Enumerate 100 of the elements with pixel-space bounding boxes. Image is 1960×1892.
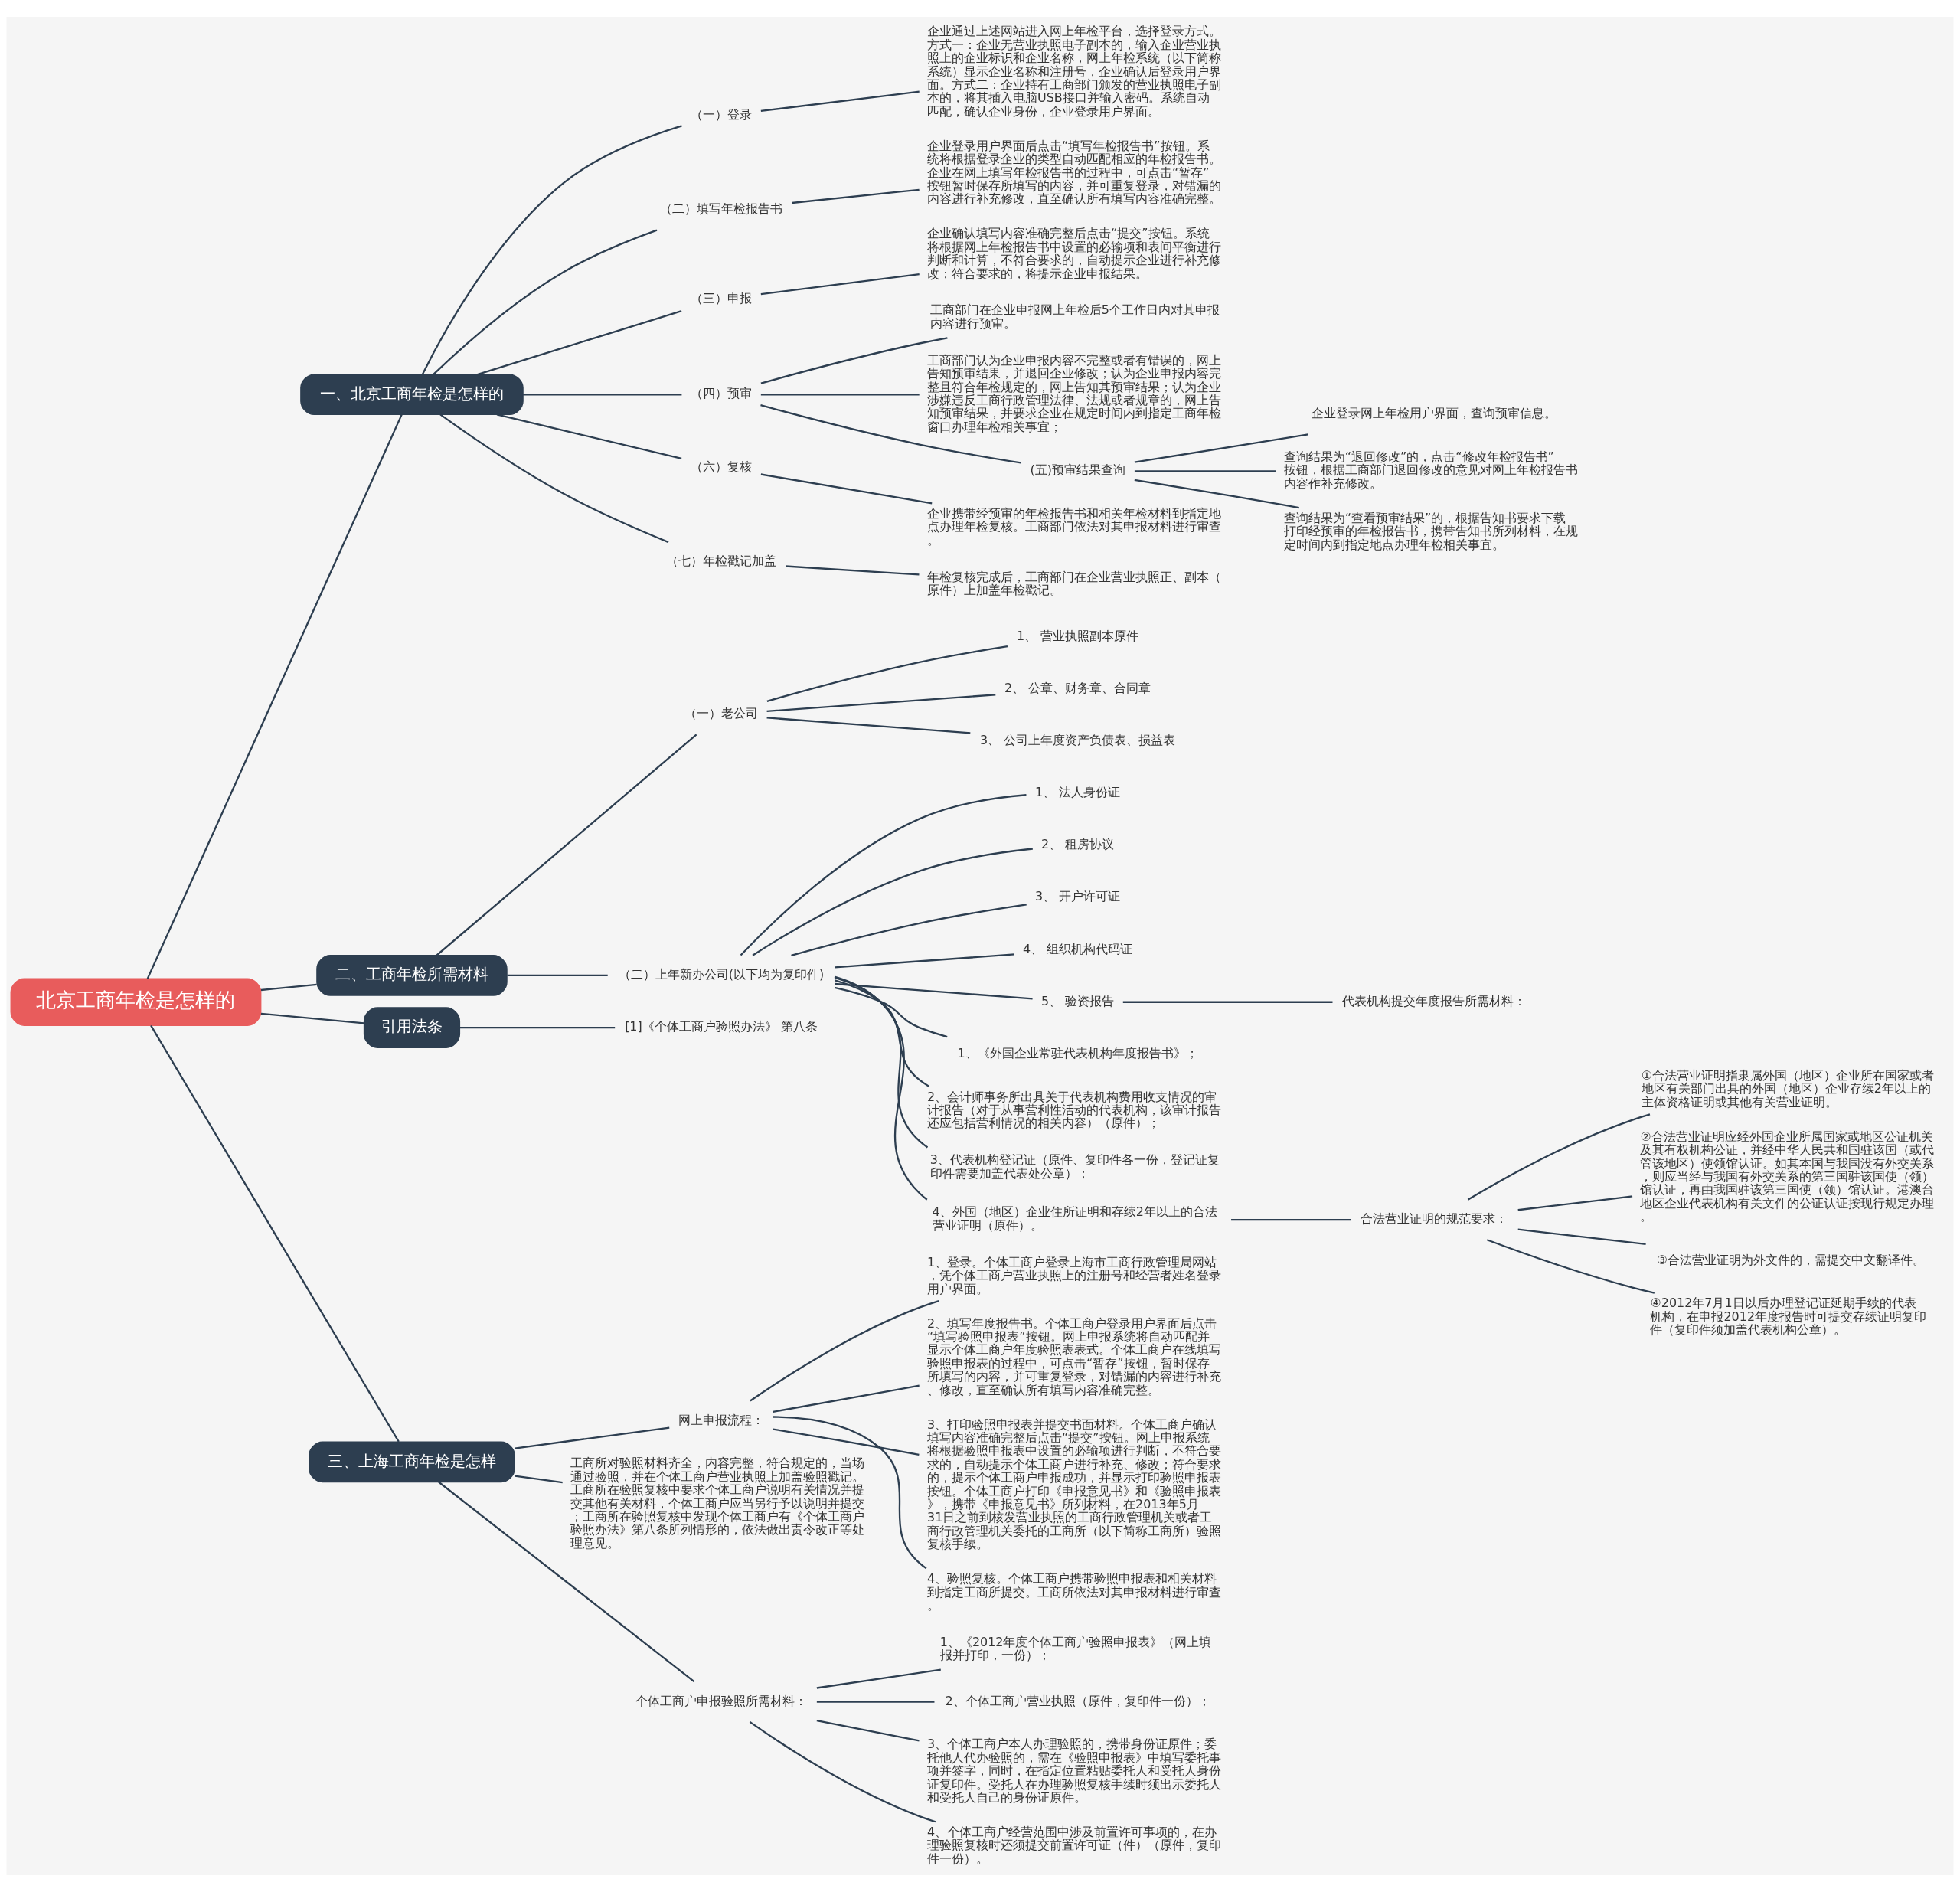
node-text: 1、 法人身份证 [1035, 785, 1121, 800]
node-text: 4、验照复核。个体工商户携带验照申报表和相关材料到指定工商所提交。工商所依法对其申报材料进行审查。 [927, 1571, 1222, 1613]
connector [760, 90, 920, 113]
node-text: 2、填写年度报告书。个体工商户登录用户界面后点击“填写验照申报表”按钮。网上申报系统将自动匹配并显示个体工商户年度验照表表式。个体工商户在线填写验照申报表的过程中，可点击“暂存”按钮，暂时保存所填写的内容，并可重复登录，对错漏的内容进行补充、修改，直至确认所有填写内容准确完整。 [927, 1315, 1222, 1397]
node-text: 年检复核完成后，工商部门在企业营业执照正、副本（原件）上加盖年检戳记。 [927, 569, 1222, 598]
node-text: 查询结果为“退回修改”的，点击“修改年检报告书”按钮，根据工商部门退回修改的意见对网上年检报告书内容作补充修改。 [1283, 449, 1578, 491]
connector [146, 414, 403, 979]
node-text: 网上申报流程： [678, 1412, 764, 1427]
connector [791, 904, 1027, 956]
node-text: 个体工商户申报验照所需材料： [635, 1693, 807, 1708]
node-text: （二）上年新办公司(以下均为复印件) [618, 967, 825, 982]
node-text: ②合法营业证明应经外国企业所属国家或地区公证机关及其有权机构公证，并经中华人民共和国驻该国（或代管该地区）使领馆认证。如其本国与我国没有外交关系，则应当经与我国有外交关系的第三国驻该国使（领）馆认证，再由我国驻该第三国使（领）馆认证。港澳台地区企业代表机构有关文件的公证认证按现行规定办理。 [1640, 1129, 1935, 1224]
connector [1134, 433, 1308, 463]
connector [766, 717, 971, 734]
node-text: 4、外国（地区）企业住所证明和存续2年以上的合法营业证明（原件）。 [932, 1204, 1217, 1233]
connector [740, 794, 1027, 956]
connector [786, 565, 920, 576]
node-box: 一、北京工商年检是怎样的 [300, 374, 524, 416]
connector [773, 1416, 927, 1570]
node-text: 查询结果为“查看预审结果”的，根据告知书要求下载打印经预审的年检报告书，携带告知书所列材料，在规定时间内到指定地点办理年检相关事宜。 [1283, 510, 1578, 552]
node-text: 4、个体工商户经营范围中涉及前置许可事项的，在办理验照复核时还须提交前置许可证（件）（原件，复印件一份）。 [927, 1824, 1222, 1866]
connector [523, 394, 682, 396]
connector [436, 734, 697, 956]
node-text: （三）申报 [690, 290, 752, 306]
node-text: （一）登录 [690, 107, 752, 123]
node-text: 1、《外国企业常驻代表机构年度报告书》； [957, 1046, 1198, 1060]
node-text: 合法营业证明的规范要求： [1361, 1211, 1508, 1227]
node-text: （二）填写年检报告书 [659, 201, 782, 217]
node-text: （四）预审 [690, 386, 752, 401]
node-text: 2、个体工商户营业执照（原件，复印件一份）； [945, 1693, 1210, 1708]
node-text: 工商部门在企业申报网上年检后5个工作日内对其申报内容进行预审。 [929, 302, 1220, 331]
connector [514, 1475, 563, 1484]
connector [749, 1720, 936, 1823]
node-text: 3、代表机构登记证（原件、复印件各一份，登记证复印件需要加盖代表处公章）； [929, 1152, 1220, 1181]
connector [439, 413, 669, 544]
node-text: 1、《2012年度个体工商户验照申报表》（网上填报并打印，一份）； [939, 1634, 1212, 1663]
connector [834, 976, 929, 1149]
node-text: 1、登录。个体工商户登录上海市工商行政管理局网站，凭个体工商户营业执照上的注册号和经营者姓名登录用户界面。 [927, 1254, 1222, 1296]
node-text: （一）老公司 [684, 706, 758, 721]
connector [421, 125, 682, 375]
node-text: 5、 验资报告 [1041, 993, 1115, 1008]
connector [760, 394, 920, 396]
node-text: 企业确认填写内容准确完整后点击“提交”按钮。系统将根据网上年检报告书中设置的必输项和表间平衡进行判断和计算，不符合要求的，自动提示企业进行补充修改；符合要求的，将提示企业申报结果。 [927, 226, 1222, 281]
node-text: 企业登录用户界面后点击“填写年检报告书”按钮。系统将根据登录企业的类型自动匹配相应的年检报告书。企业在网上填写年检报告书的过程中，可点击“暂存”按钮暂时保存所填写的内容，并可重复登录，对错漏的内容进行补充修改，直至确认所有填写内容准确完整。 [927, 138, 1222, 207]
connector [1231, 1218, 1351, 1221]
connector [773, 1428, 920, 1456]
connector [433, 229, 658, 375]
connector [150, 1024, 400, 1443]
node-text: 3、 开户许可证 [1035, 889, 1121, 904]
connector [1517, 1228, 1646, 1246]
connector [507, 974, 608, 977]
connector [477, 310, 682, 376]
connector [773, 1384, 920, 1413]
node-text: 2、 公章、财务章、合同章 [1004, 680, 1152, 695]
node-text: 企业通过上述网站进入网上年检平台，选择登录方式。方式一：企业无营业执照电子副本的，输入企业营业执照上的企业标识和企业名称，网上年检系统（以下简称系统）显示企业名称和注册号，企业确认后登录用户界面。方式二：企业持有工商部门颁发的营业执照电子副本的，将其插入电脑USB接口并输入密码。系统自动匹配，确认企业身份，企业登录用户界面。 [927, 24, 1222, 119]
connector [835, 953, 1014, 969]
node-box: 北京工商年检是怎样的 [10, 978, 262, 1026]
connector [260, 983, 317, 992]
node-text: 企业登录网上年检用户界面，查询预审信息。 [1312, 406, 1557, 421]
node-text: [1]《个体工商户验照办法》 第八条 [625, 1019, 818, 1034]
node-text: (五)预审结果查询 [1030, 462, 1125, 478]
connector [1134, 470, 1276, 472]
connector [816, 1701, 935, 1703]
connector [260, 1012, 364, 1024]
connector [760, 404, 1021, 464]
node-text: 3、个体工商户本人办理验照的，携带身份证原件；委托他人代办验照的，需在《验照申报表》中填写委托事项并签字，同时，在指定位置粘贴委托人和受托人身份证复印件。受托人在办理验照复核手续时须出示委托人和受托人自己的身份证原件。 [927, 1737, 1222, 1805]
connector [834, 986, 948, 1038]
node-box: 引用法条 [363, 1007, 461, 1048]
node-text: 代表机构提交年度报告所需材料： [1342, 993, 1527, 1008]
node-box: 二、工商年检所需材料 [316, 955, 508, 996]
node-text: 2、会计师事务所出具关于代表机构费用收支情况的审计报告（对于从事营利性活动的代表机构，该审计报告还应包括营利情况的相关内容）（原件）； [927, 1089, 1222, 1131]
node-text: ③合法营业证明为外文件的，需提交中文翻译件。 [1656, 1252, 1926, 1267]
node-text: 2、 租房协议 [1041, 837, 1115, 852]
node-text: （六）复核 [690, 459, 752, 475]
connector [792, 188, 920, 204]
node-text: 3、 公司上年度资产负债表、损益表 [980, 732, 1176, 747]
connector [760, 273, 920, 296]
node-text: ④2012年7月1日以后办理登记证延期手续的代表机构，在申报2012年度报告时可提交存续证明复印件（复印件须加盖代表机构公章）。 [1650, 1296, 1927, 1338]
node-text: 3、打印验照申报表并提交书面材料。个体工商户确认填写内容准确完整后点击“提交”按钮。网上申报系统将根据验照申报表中设置的必输项进行判断，不符合要求的，自动提示个体工商户进行补充、修改；符合要求的，提示个体工商户申报成功，并显示打印验照申报表按钮。个体工商户打印《申报意见书》和《验照申报表》，携带《申报意见书》所列材料，在2013年5月31日之前到核发营业执照的工商行政管理机关或者工商行政管理机关委托的工商所（以下简称工商所）验照复核手续。 [927, 1417, 1222, 1552]
connector [1467, 1113, 1651, 1201]
connector [835, 979, 930, 1087]
connector [1122, 1001, 1333, 1003]
connector [835, 982, 1033, 1000]
connector [834, 975, 928, 1201]
connector [816, 1719, 920, 1742]
connector [752, 848, 1033, 956]
connector [514, 1426, 670, 1449]
connector [438, 1481, 695, 1683]
connector [1517, 1195, 1633, 1211]
node-box: 三、上海工商年检是怎样 [309, 1441, 515, 1483]
node-text: 企业携带经预审的年检报告书和相关年检材料到指定地点办理年检复核。工商部门依法对其申报材料进行审查。 [927, 505, 1222, 547]
connector [459, 1026, 616, 1029]
node-text: 工商所对验照材料齐全，内容完整，符合规定的，当场通过验照，并在个体工商户营业执照上加盖验照戳记。工商所在验照复核中要求个体工商户说明有关情况并提交其他有关材料，个体工商户应当另行予以说明并提交；工商所在验照复核中发现个体工商户有《个体工商户验照办法》第八条所列情形的，依法做出责令改正等处理意见。 [570, 1456, 865, 1551]
node-text: 1、 营业执照副本原件 [1017, 628, 1139, 643]
node-text: 4、 组织机构代码证 [1023, 941, 1133, 956]
connector [1486, 1239, 1655, 1294]
connector [1134, 479, 1299, 509]
connector [760, 337, 948, 384]
connector [766, 645, 1008, 702]
connector [496, 413, 682, 460]
